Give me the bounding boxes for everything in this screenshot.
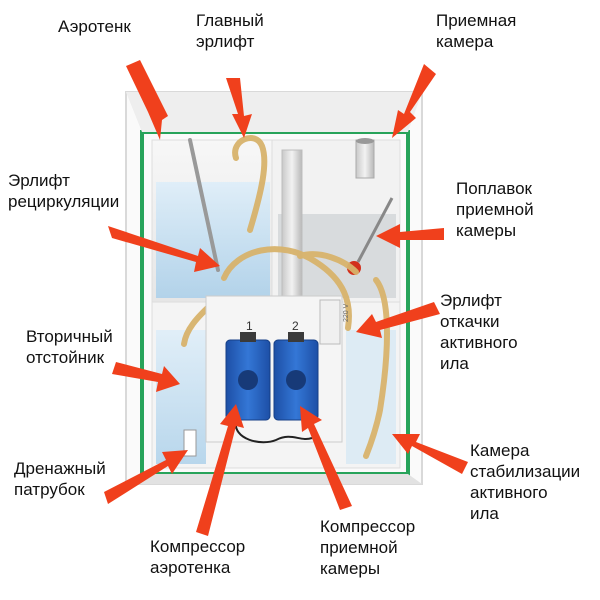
arrow-receiving-chamber — [392, 64, 436, 138]
aerator-rod — [188, 138, 220, 272]
arrow-sludge-airlift — [356, 302, 440, 338]
label-recirculation-airlift: Эрлифт рециркуляции — [8, 171, 120, 211]
inlet-pipe — [355, 138, 375, 179]
label-stabilization-chamber: Камера стабилизации активного ила — [470, 441, 581, 523]
label-drain-pipe: Дренажный патрубок — [14, 459, 106, 499]
label-aerotank-compressor: Компрессор аэротенка — [150, 537, 246, 577]
arrow-receiving-compressor — [300, 406, 352, 510]
label-main-airlift: Главный эрлифт — [196, 11, 264, 51]
label-aerotank: Аэротенк — [58, 17, 131, 36]
power-socket: 220 V — [319, 299, 350, 345]
arrow-secondary-settler — [112, 362, 180, 392]
arrow-aerotank — [126, 60, 168, 140]
receiving-compressor-unit: 2 — [273, 319, 319, 421]
label-float: Поплавок приемной камеры — [456, 179, 534, 240]
central-pipe — [281, 149, 303, 297]
compressor-2-number: 2 — [292, 319, 299, 333]
arrow-float — [376, 224, 444, 248]
socket-voltage-label: 220 V — [343, 303, 350, 322]
arrow-stabilization — [392, 434, 468, 474]
arrow-main-airlift — [226, 78, 252, 138]
label-receiving-chamber: Приемная камера — [436, 11, 517, 51]
compressor-1-number: 1 — [246, 319, 253, 333]
label-sludge-airlift: Эрлифт откачки активного ила — [440, 291, 518, 373]
cables — [234, 419, 313, 444]
arrow-drain-pipe — [104, 450, 188, 504]
arrow-recirculation-airlift — [108, 226, 220, 272]
label-receiving-compressor: Компрессор приемной камеры — [320, 517, 416, 578]
aerotank-compressor-unit: 1 — [225, 319, 271, 421]
drain-pipe — [183, 429, 197, 457]
arrow-aerotank-compressor — [196, 404, 244, 536]
pointer-arrows — [104, 60, 468, 536]
settler-water — [156, 330, 206, 464]
label-secondary-settler: Вторичный отстойник — [26, 327, 113, 367]
